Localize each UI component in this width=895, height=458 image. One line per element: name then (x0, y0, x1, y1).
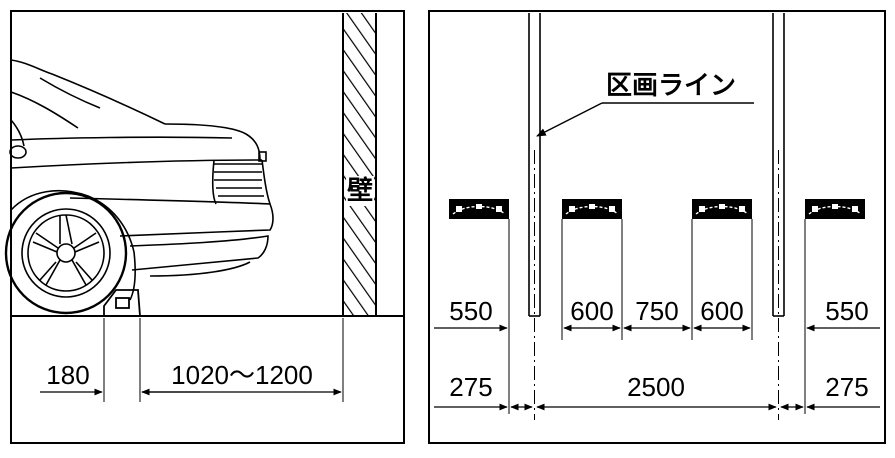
dim-row2-center: 2500 (627, 372, 685, 402)
dim-row1-stop-3: 600 (700, 296, 743, 326)
dim-row1-right: 550 (825, 296, 868, 326)
left-panel: 壁 (4, 10, 405, 444)
partition-line-label: 区画ライン (606, 71, 736, 101)
partition-callout: 区画ライン (536, 71, 754, 137)
left-extension-lines (103, 318, 344, 402)
wheel-stop-top-4 (805, 199, 865, 219)
wheel-stop-side (103, 289, 141, 317)
car-wheel (4, 191, 128, 315)
dimension-row-1: 550 600 750 600 550 (434, 296, 880, 332)
dim-row1-stop-2: 600 (570, 296, 613, 326)
dimension-wheel-stop: 180 (40, 360, 200, 396)
dimension-stop-to-wall: 1020〜1200 (142, 360, 342, 396)
wheel-stop-top-3 (692, 199, 752, 219)
wall: 壁 (342, 13, 377, 316)
partition-line-2 (772, 13, 785, 317)
center-lines (534, 150, 779, 420)
dim-row1-gap: 750 (635, 296, 678, 326)
car-illustration (9, 59, 274, 301)
dim-row1-left: 550 (449, 296, 492, 326)
dimension-row-2: 275 2500 275 (434, 372, 880, 411)
right-extension-lines (508, 219, 806, 414)
wall-label: 壁 (347, 175, 373, 206)
dim-row2-left: 275 (449, 372, 492, 402)
right-panel-frame (428, 10, 886, 444)
wheel-stop-top-1 (449, 199, 509, 219)
wheel-stop-top-2 (562, 199, 622, 219)
dim-row2-right: 275 (825, 372, 868, 402)
right-panel: 区画ライン (428, 10, 886, 444)
dim-1020-1200: 1020〜1200 (171, 360, 313, 390)
dim-180: 180 (46, 360, 89, 390)
partition-line-1 (528, 13, 541, 317)
